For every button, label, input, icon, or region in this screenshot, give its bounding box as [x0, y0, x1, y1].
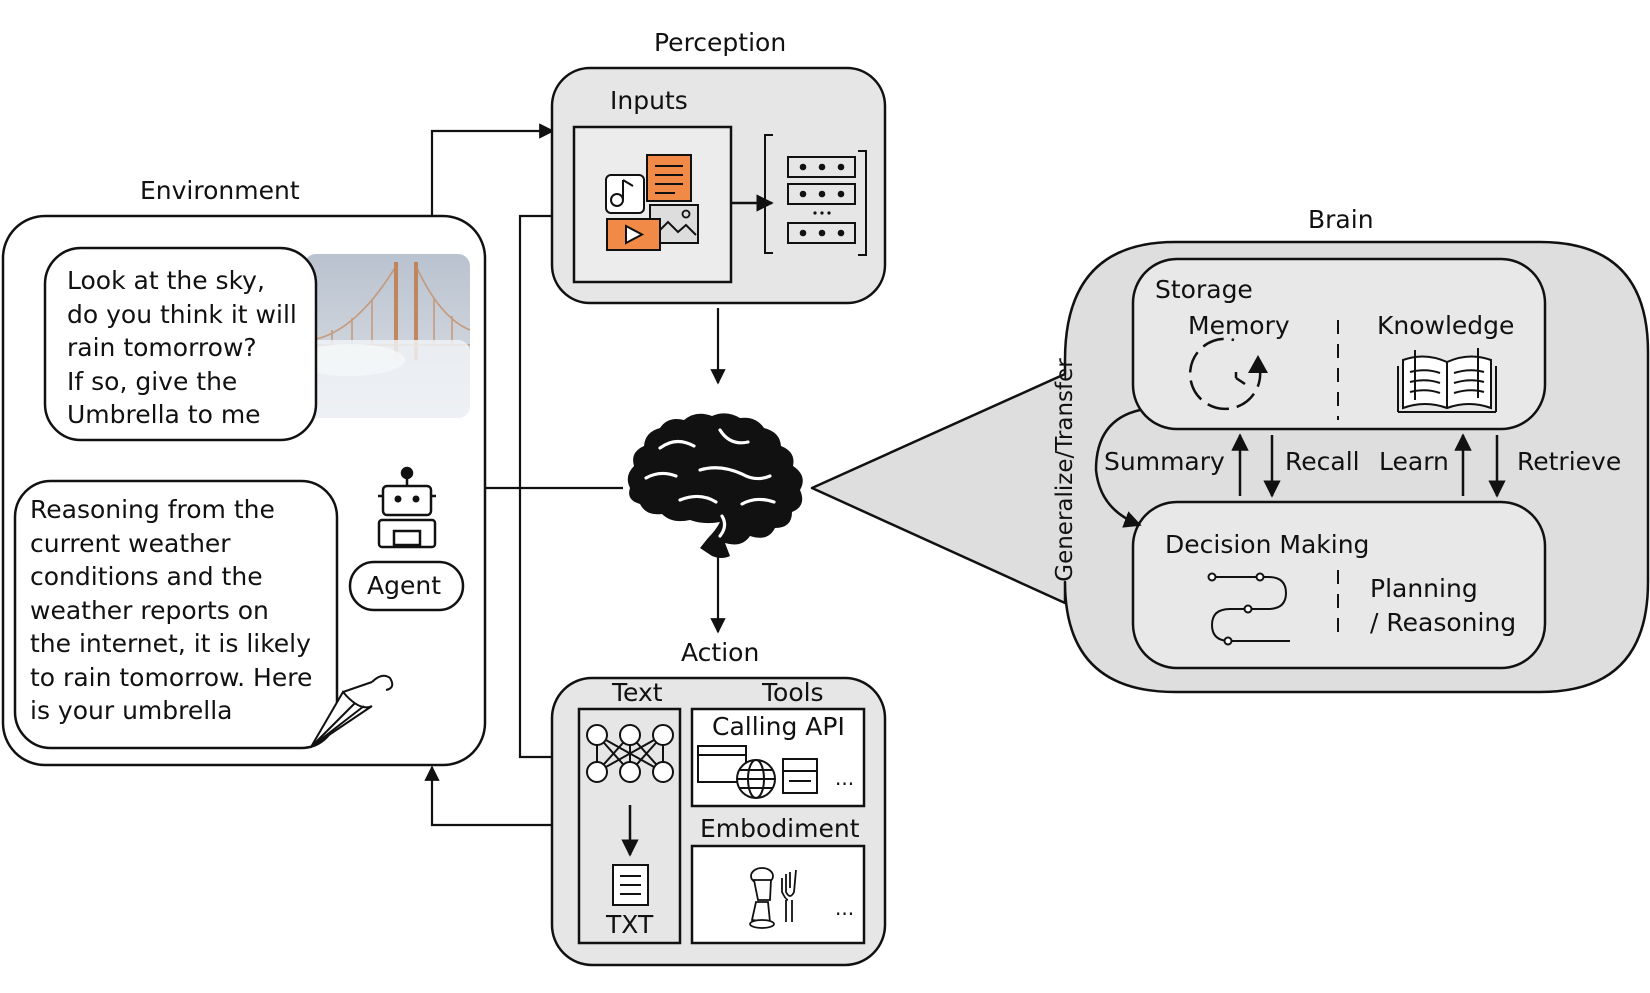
- action-title: Action: [681, 638, 760, 667]
- user-line: rain tomorrow?: [67, 333, 257, 362]
- planning-label: Planning: [1370, 574, 1478, 603]
- calling-api-label: Calling API: [712, 712, 845, 741]
- agent-message-bubble: [13, 479, 339, 750]
- summary-label: Summary: [1104, 447, 1225, 476]
- ellipsis-embodiment: ...: [835, 896, 855, 920]
- user-line: Look at the sky,: [67, 266, 265, 295]
- agent-line: the internet, it is likely: [30, 629, 311, 658]
- agent-pill: [348, 560, 465, 612]
- user-message-text: Look at the sky, do you think it will ra…: [67, 264, 297, 432]
- memory-clock-icon: [1188, 337, 1268, 411]
- generalize-transfer-label: Generalize/Transfer: [1052, 358, 1078, 582]
- user-message-bubble: [43, 246, 318, 442]
- video-play-icon: [606, 218, 661, 251]
- environment-panel: [1, 214, 487, 767]
- embodiment-box: [690, 844, 866, 945]
- robot-arm-leg-icon: [749, 867, 797, 929]
- agent-line: conditions and the: [30, 562, 263, 591]
- text-label: Text: [612, 678, 663, 707]
- user-line: do you think it will: [67, 299, 297, 329]
- connectors: [424, 123, 726, 827]
- music-note-icon: [605, 174, 645, 214]
- planning-path-icon: [1207, 572, 1290, 646]
- decision-making-label: Decision Making: [1165, 530, 1370, 559]
- generalize-arrow: [1094, 408, 1142, 528]
- arrow-action-to-env: [424, 765, 551, 827]
- memory-label: Memory: [1188, 311, 1290, 340]
- tools-label: Tools: [762, 678, 824, 707]
- reasoning-label: / Reasoning: [1370, 608, 1517, 637]
- knowledge-label: Knowledge: [1377, 311, 1515, 340]
- foggy-bridge-image: [295, 254, 471, 418]
- knowledge-book-icon: [1397, 348, 1497, 413]
- ellipsis-api: ...: [835, 766, 855, 790]
- action-panel: [550, 676, 887, 967]
- agent-label: Agent: [367, 571, 441, 600]
- storage-label: Storage: [1155, 275, 1253, 304]
- agent-line: current weather: [30, 528, 231, 558]
- brain-title: Brain: [1308, 205, 1374, 234]
- arrow-env-to-perception: [430, 123, 555, 216]
- perception-title: Perception: [654, 28, 787, 57]
- line-perception-action: [518, 214, 551, 759]
- learn-label: Learn: [1379, 447, 1449, 476]
- agent-message-text: Reasoning from the current weather condi…: [30, 493, 312, 728]
- environment-title: Environment: [140, 176, 300, 205]
- recall-label: Recall: [1285, 447, 1360, 476]
- user-line: If so, give the: [67, 366, 238, 396]
- inputs-label: Inputs: [610, 86, 688, 115]
- agent-line: Reasoning from the: [30, 495, 275, 524]
- perception-panel: [550, 66, 887, 305]
- txt-file-icon: [612, 864, 649, 906]
- retrieve-label: Retrieve: [1517, 447, 1622, 476]
- agent-line: weather reports on: [30, 595, 269, 625]
- robot-icon: [377, 466, 437, 549]
- brain-panel: [810, 240, 1650, 694]
- umbrella-icon: [310, 674, 394, 748]
- brain-icon: [627, 413, 803, 558]
- document-icon: [646, 154, 692, 202]
- decision-box: [1131, 500, 1547, 670]
- agent-line: is your umbrella: [30, 696, 233, 725]
- user-line: Umbrella to me: [67, 400, 261, 429]
- agent-line: to rain tomorrow. Here: [30, 662, 313, 692]
- inputs-frame: [572, 125, 733, 284]
- embodiment-label: Embodiment: [700, 814, 860, 843]
- neural-network-icon: [586, 724, 674, 783]
- globe-icon: [736, 759, 776, 799]
- txt-label: TXT: [606, 910, 654, 939]
- encoder-stack-icon: [764, 134, 867, 256]
- server-list-icon: [782, 758, 818, 794]
